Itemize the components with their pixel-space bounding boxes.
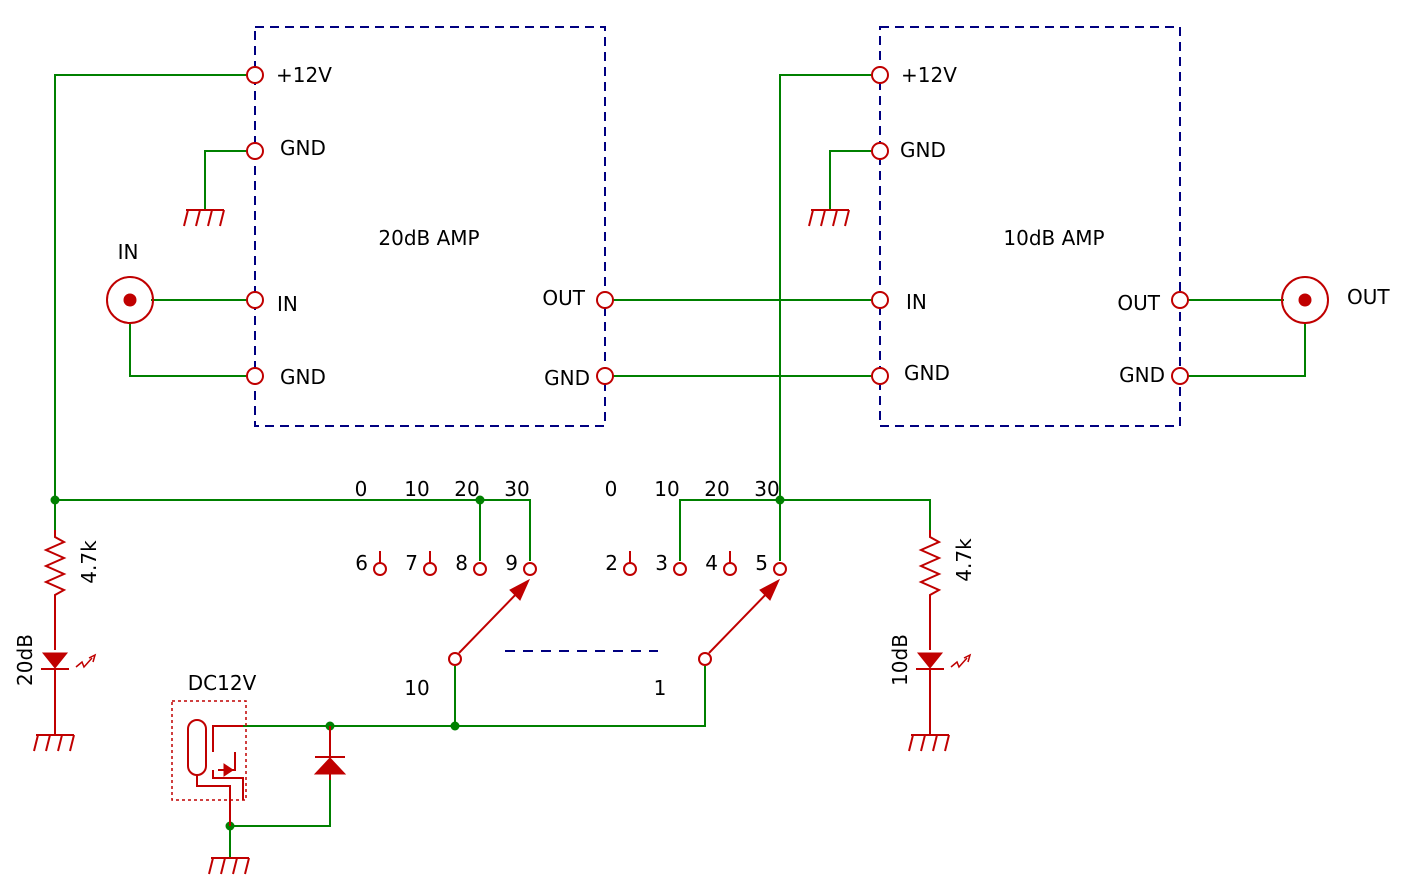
- switch2-contact-number: 2: [605, 551, 618, 575]
- switch-contact: [673, 562, 687, 576]
- amp2-gnd-right-label: GND: [1119, 363, 1165, 387]
- amp2-title: 10dB AMP: [1003, 226, 1104, 250]
- ground-symbol: [808, 209, 850, 227]
- switch1-position-label: 30: [504, 477, 529, 501]
- switch2-position-label: 20: [704, 477, 729, 501]
- junction-dot: [475, 495, 485, 505]
- amp1-vcc-pin: [246, 66, 264, 84]
- switch1-position-label: 10: [404, 477, 429, 501]
- switch2-position-label: 0: [605, 477, 618, 501]
- switch1-position-label: 0: [355, 477, 368, 501]
- switch1-position-label: 20: [454, 477, 479, 501]
- switch1-common-number: 10: [404, 676, 429, 700]
- switch-contact: [373, 562, 387, 576]
- amp2-gnd-left-label: GND: [904, 361, 950, 385]
- amp2-gnd-right-pin: [1171, 367, 1189, 385]
- amp1-in-label: IN: [277, 292, 298, 316]
- amp1-gnd-top-label: GND: [280, 136, 326, 160]
- amp2-vcc-pin: [871, 66, 889, 84]
- resistor-r1: [43, 530, 67, 650]
- switch2-contact-number: 5: [755, 551, 768, 575]
- junctions: [50, 495, 785, 831]
- switch2-position-label: 30: [754, 477, 779, 501]
- amp2-pins: [871, 66, 1189, 385]
- light-emission-icon: [950, 653, 972, 669]
- switch-contact: [773, 562, 787, 576]
- led-10db-label: 10dB: [888, 634, 912, 686]
- amp1-gnd-left-pin: [246, 367, 264, 385]
- switch2-common-terminal: [698, 652, 712, 666]
- switch2-contact-number: 3: [655, 551, 668, 575]
- junction-dot: [50, 495, 60, 505]
- switch2-position-labels: 0 10 20 30: [605, 477, 780, 501]
- switch1-contact-number: 6: [355, 551, 368, 575]
- dc-jack-label: DC12V: [188, 671, 257, 695]
- amp2-gnd-top-pin: [871, 142, 889, 160]
- ground-symbol: [908, 715, 950, 752]
- resistor-r2: [918, 530, 942, 650]
- amp2-out-pin: [1171, 291, 1189, 309]
- amp1-gnd-right-pin: [596, 367, 614, 385]
- amp2-in-pin: [871, 291, 889, 309]
- amp1-title: 20dB AMP: [378, 226, 479, 250]
- amp1-gnd-left-label: GND: [280, 365, 326, 389]
- amp1-gnd-right-label: GND: [544, 366, 590, 390]
- light-emission-icon: [75, 653, 97, 669]
- switch2-wiper: [698, 578, 781, 666]
- resistor-r2-value: 4.7k: [952, 538, 976, 582]
- amp1-vcc-label: +12V: [276, 63, 332, 87]
- switch2-position-label: 10: [654, 477, 679, 501]
- wiring: [54, 74, 1306, 857]
- amp2-vcc-label: +12V: [901, 63, 957, 87]
- amp1-out-label: OUT: [542, 286, 585, 310]
- protection-diode: [313, 726, 347, 780]
- led-10db: [916, 652, 972, 715]
- switch-contact: [623, 562, 637, 576]
- input-jack-label: IN: [118, 240, 139, 264]
- switch2-common-number: 1: [654, 676, 667, 700]
- amp2-gnd-top-label: GND: [900, 138, 946, 162]
- switch1-position-labels: 0 10 20 30: [355, 477, 530, 501]
- junction-dot: [450, 721, 460, 731]
- output-jack-label: OUT: [1347, 285, 1390, 309]
- amp2-in-label: IN: [906, 290, 927, 314]
- amp2-out-label: OUT: [1117, 291, 1160, 315]
- led-20db: [41, 652, 97, 715]
- amp1-in-pin: [246, 291, 264, 309]
- amp1-pins: [246, 66, 614, 385]
- switch1-common-terminal: [448, 652, 462, 666]
- switch-contact: [723, 562, 737, 576]
- input-jack: [106, 276, 154, 324]
- switch1-contact-number: 7: [405, 551, 418, 575]
- switch2-contacts: 2 3 4 5: [605, 551, 787, 576]
- amp1-out-pin: [596, 291, 614, 309]
- resistor-r1-value: 4.7k: [77, 540, 101, 584]
- switch-contact: [473, 562, 487, 576]
- ground-symbol: [183, 209, 225, 227]
- amp1-module-outline: [254, 26, 606, 427]
- dc-jack: [171, 700, 247, 826]
- amp2-gnd-left-pin: [871, 367, 889, 385]
- switch-contact: [423, 562, 437, 576]
- led-20db-label: 20dB: [13, 634, 37, 686]
- switch1-contact-number: 9: [505, 551, 518, 575]
- amp1-gnd-top-pin: [246, 142, 264, 160]
- ground-symbol: [33, 715, 75, 752]
- amp2-module-outline: [879, 26, 1181, 427]
- output-jack: [1281, 276, 1329, 324]
- junction-dot: [775, 495, 785, 505]
- ground-symbol: [208, 857, 250, 875]
- switch1-wiper: [448, 578, 531, 666]
- switch2-contact-number: 4: [705, 551, 718, 575]
- switch-contact: [523, 562, 537, 576]
- switch1-contact-number: 8: [455, 551, 468, 575]
- switch1-contacts: 6 7 8 9: [355, 551, 537, 576]
